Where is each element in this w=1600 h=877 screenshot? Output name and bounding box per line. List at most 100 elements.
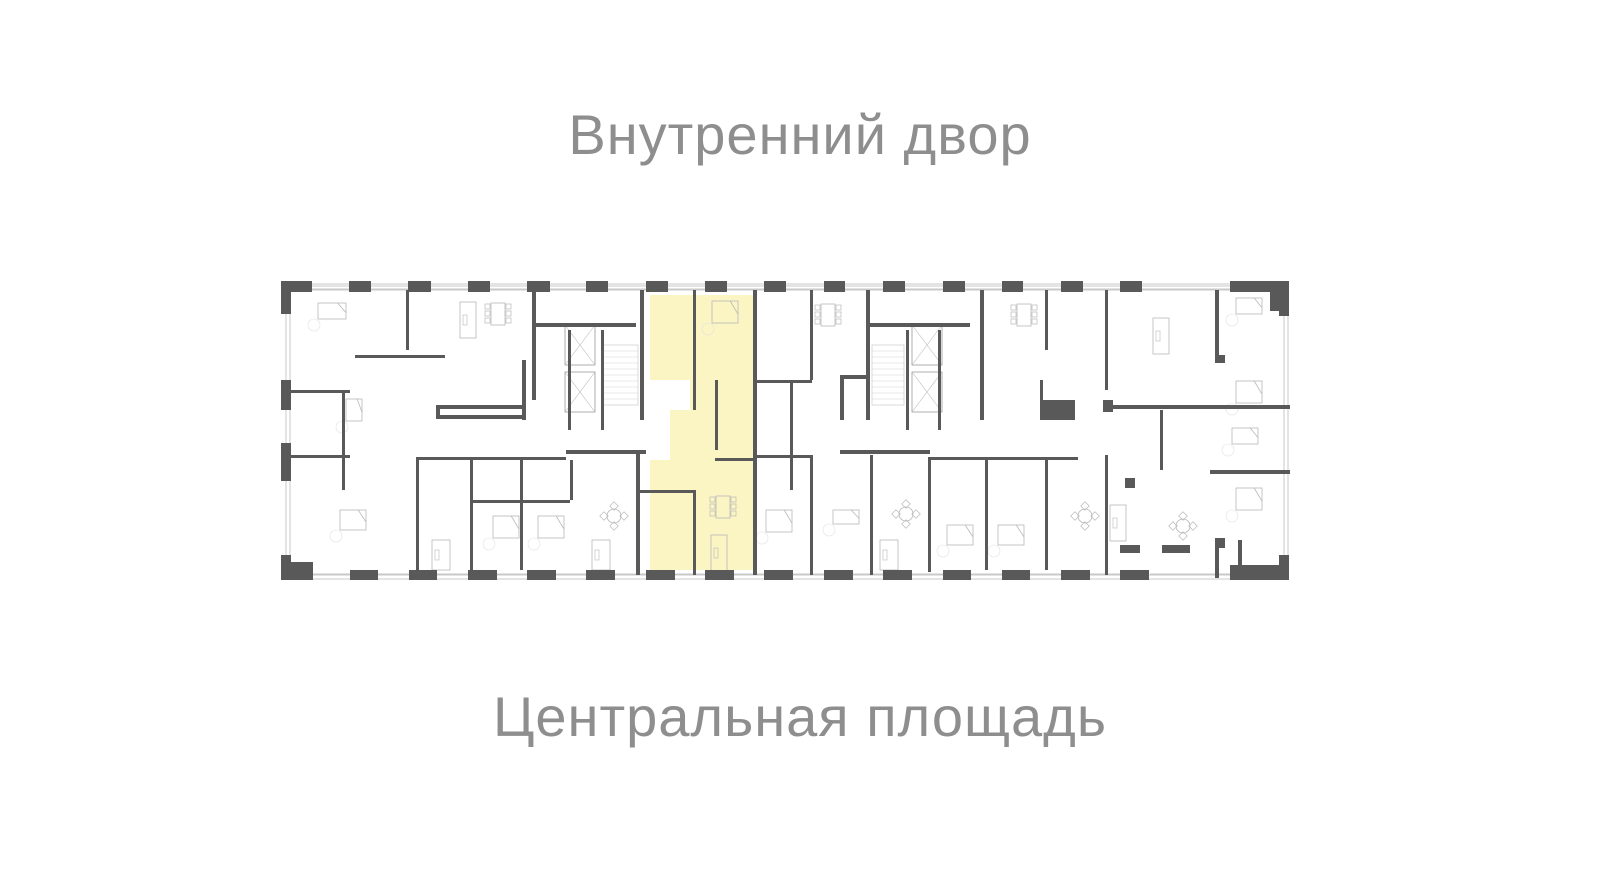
- wall: [640, 490, 696, 493]
- bed-icon: [339, 509, 367, 531]
- wall: [1215, 538, 1225, 548]
- bed-icon: [1235, 380, 1263, 404]
- rug-icon: [1225, 313, 1239, 327]
- bed-sheet: [850, 509, 860, 519]
- sofa-icon: [431, 539, 451, 571]
- chair-icon: [505, 310, 512, 317]
- chair-icon: [709, 503, 716, 510]
- wall: [1215, 355, 1225, 363]
- bed-icon: [317, 302, 347, 320]
- bed-sheet: [783, 509, 793, 524]
- pillar: [1120, 281, 1142, 292]
- pillar: [408, 281, 431, 292]
- chair-icon: [901, 499, 911, 509]
- wall: [536, 323, 636, 327]
- rug-icon: [987, 544, 1001, 558]
- bed-sheet: [555, 515, 565, 530]
- pillar: [705, 281, 727, 292]
- wall: [1110, 405, 1290, 409]
- wall: [436, 405, 440, 419]
- wall: [1045, 460, 1048, 570]
- rug-icon: [329, 529, 343, 543]
- wall: [522, 360, 526, 420]
- pillow-icon: [882, 549, 888, 561]
- pillar: [586, 281, 608, 292]
- wall: [355, 355, 445, 358]
- pillar: [1002, 281, 1023, 292]
- chair-icon: [835, 304, 842, 311]
- corner-pillar: [281, 281, 312, 292]
- chair-icon: [505, 303, 512, 310]
- chair-icon: [1080, 501, 1090, 511]
- pillar: [705, 570, 734, 580]
- chair-icon: [1188, 521, 1198, 531]
- rug-icon: [482, 537, 496, 551]
- bed-icon: [345, 398, 363, 422]
- elevator-shaft-icon: [911, 371, 943, 413]
- wall: [790, 380, 793, 490]
- wall: [1210, 470, 1290, 474]
- pillow-icon: [462, 314, 468, 326]
- wall: [416, 457, 419, 572]
- chair-icon: [891, 509, 901, 519]
- bed-sheet: [1249, 427, 1259, 438]
- wall: [1215, 538, 1219, 578]
- pillar: [943, 570, 971, 580]
- pillow-icon: [1155, 330, 1161, 342]
- wall: [928, 457, 931, 572]
- bed-sheet: [729, 300, 739, 315]
- wall: [532, 290, 536, 400]
- wall: [1040, 400, 1075, 420]
- wall: [436, 405, 522, 409]
- wall: [870, 323, 970, 327]
- rug-icon: [755, 531, 769, 545]
- pillar: [646, 570, 675, 580]
- building-outline: [285, 285, 1289, 580]
- wall: [840, 375, 870, 379]
- wall: [1045, 290, 1048, 350]
- bed-sheet: [1253, 487, 1263, 502]
- rug-icon: [527, 537, 541, 551]
- pillow-icon: [713, 547, 719, 559]
- chair-icon: [619, 511, 629, 521]
- chair-icon: [835, 311, 842, 318]
- wall: [566, 450, 646, 454]
- wall: [470, 460, 473, 570]
- wall: [753, 290, 757, 575]
- wall: [1103, 400, 1113, 412]
- apartment-area: [670, 410, 695, 470]
- wall: [1125, 478, 1135, 488]
- wall: [693, 290, 696, 380]
- chair-icon: [709, 496, 716, 503]
- chair-icon: [484, 310, 491, 317]
- wall: [906, 330, 909, 430]
- chair-icon: [505, 317, 512, 324]
- pillar: [1061, 281, 1083, 292]
- apartment-area: [690, 380, 753, 460]
- round-table-icon: [1077, 508, 1093, 524]
- wall: [416, 457, 566, 460]
- rug-icon: [307, 318, 321, 332]
- wall: [406, 290, 409, 350]
- wall: [1162, 545, 1190, 553]
- chair-icon: [730, 503, 737, 510]
- dining-table-icon: [1016, 303, 1032, 327]
- pillar: [409, 570, 437, 580]
- pillow-icon: [434, 549, 440, 561]
- wall: [938, 330, 941, 430]
- selected-apartment[interactable]: [650, 295, 753, 570]
- dining-table-icon: [715, 495, 731, 519]
- wall: [693, 380, 696, 410]
- chair-icon: [730, 510, 737, 517]
- sofa-icon: [1109, 504, 1127, 542]
- bed-icon: [1231, 427, 1259, 445]
- pillar: [586, 570, 615, 580]
- bed-icon: [537, 515, 565, 539]
- apartment-area: [710, 295, 753, 380]
- pillar: [883, 281, 905, 292]
- rug-icon: [1225, 509, 1239, 523]
- wall: [342, 390, 345, 490]
- chair-icon: [609, 521, 619, 531]
